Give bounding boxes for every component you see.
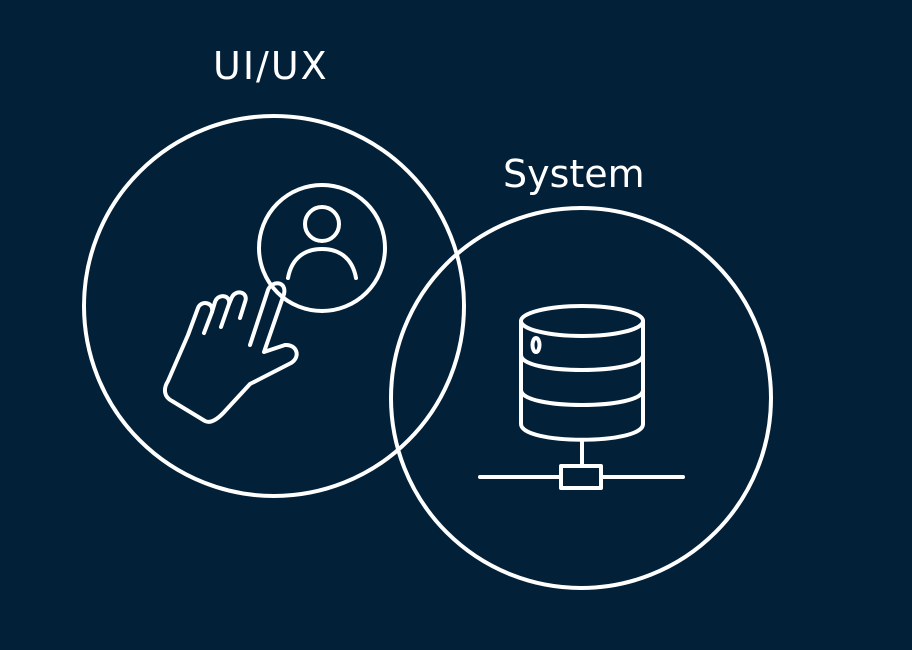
database-icon (519, 304, 645, 442)
system-label: System (503, 152, 645, 196)
network-icon (478, 440, 685, 490)
uiux-label: UI/UX (213, 44, 329, 88)
pointing-hand-icon (162, 281, 299, 424)
uiux-circle (82, 114, 466, 498)
user-icon (257, 183, 387, 313)
system-circle (389, 206, 773, 590)
database-indicator-icon (530, 336, 542, 354)
